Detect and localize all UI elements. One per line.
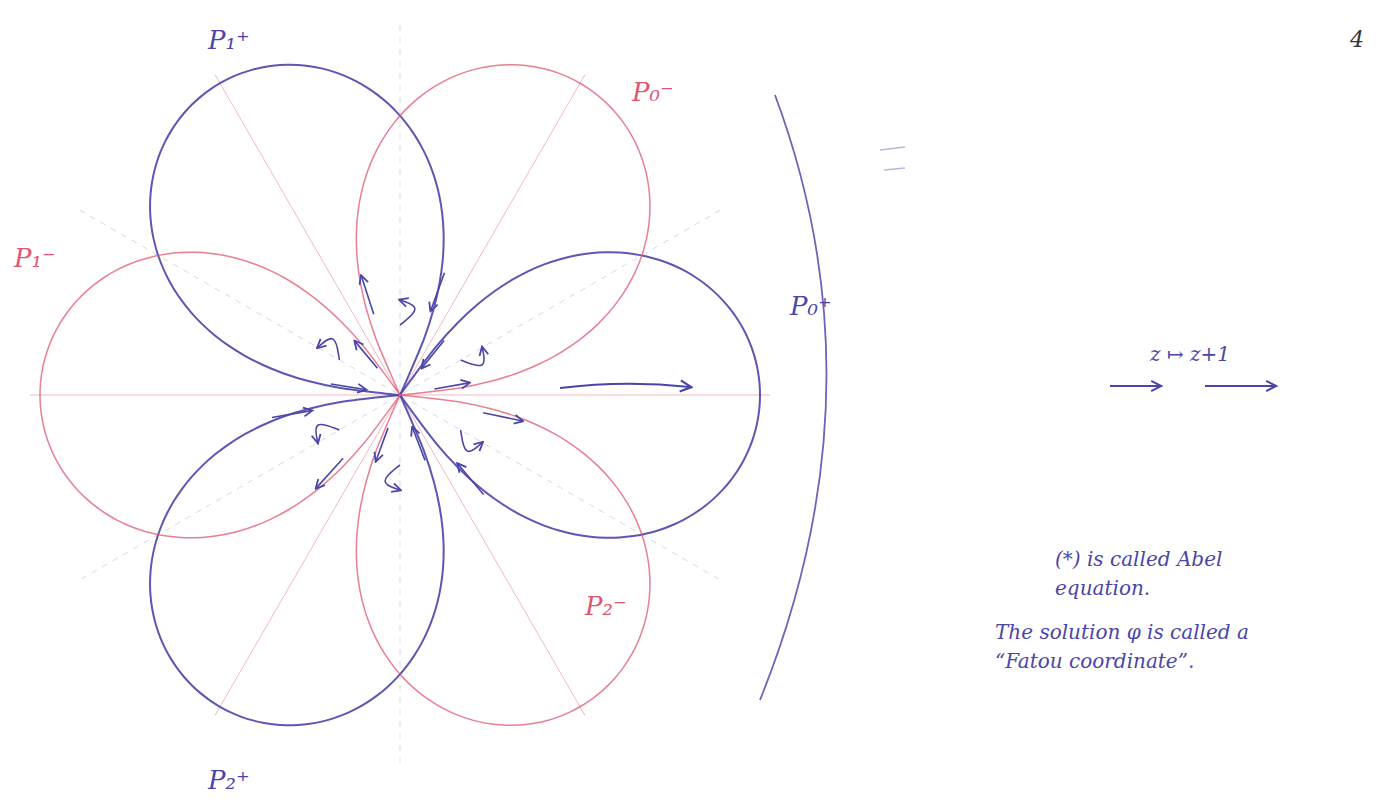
flow-arrow xyxy=(458,464,484,495)
flow-arrow xyxy=(272,411,311,418)
flow-arrow xyxy=(413,428,426,461)
petal-label: P₁⁺ xyxy=(208,22,250,60)
map-formula: z ↦ z+1 xyxy=(1150,340,1230,369)
petal-label: P₀⁺ xyxy=(790,288,832,326)
flow-arrow xyxy=(483,413,522,421)
petal-outline xyxy=(150,65,444,395)
petal-label: P₁⁻ xyxy=(14,240,56,278)
image-boundary-curve xyxy=(760,95,826,700)
note-text: (*) is called Abel equation. xyxy=(1055,545,1230,603)
flow-arrow xyxy=(461,348,485,366)
petal-outline xyxy=(356,65,650,395)
flow-arrow xyxy=(331,384,366,389)
map-arrow xyxy=(560,384,690,388)
flow-arrow xyxy=(434,383,468,389)
flow-arrow xyxy=(361,276,373,314)
flow-arrow xyxy=(316,424,340,442)
translation-arrow xyxy=(1110,385,1160,387)
petal-outline xyxy=(40,252,400,538)
translation-arrow xyxy=(1205,385,1275,387)
flow-arrow xyxy=(376,428,388,461)
petal-outline xyxy=(400,252,760,538)
page-number: 4 xyxy=(1350,24,1364,56)
flow-arrow xyxy=(355,341,377,368)
petal-outline xyxy=(150,395,444,725)
petal-outline xyxy=(356,395,650,725)
hatch-marks xyxy=(880,147,905,170)
petal-label: P₂⁺ xyxy=(208,762,250,800)
flow-arrow xyxy=(316,458,343,488)
flow-arrow xyxy=(318,339,340,360)
petal-label: P₂⁻ xyxy=(585,588,627,626)
flow-arrow xyxy=(385,465,400,490)
flow-arrow xyxy=(461,430,483,451)
flow-arrow xyxy=(431,273,445,311)
note-text: The solution φ is called a “Fatou coordi… xyxy=(995,618,1295,676)
flow-arrow xyxy=(400,300,415,325)
flow-arrow xyxy=(422,341,444,368)
petal-label: P₀⁻ xyxy=(632,74,674,112)
